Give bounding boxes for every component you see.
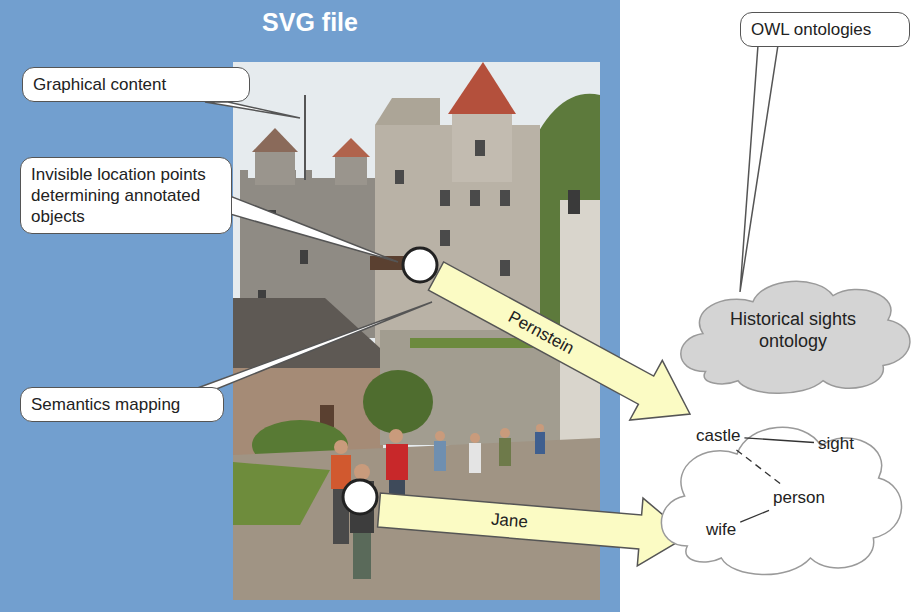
cloud-shape xyxy=(648,386,910,586)
mapping-arrow xyxy=(378,493,688,566)
ontology-cloud: Historical sights ontology xyxy=(668,250,918,402)
photo-shape xyxy=(354,464,370,480)
callout-text: Graphical content xyxy=(33,74,239,95)
mapping-arrow xyxy=(428,262,690,420)
photo-shape xyxy=(230,196,398,262)
photo-shape xyxy=(255,150,295,185)
photo-shape xyxy=(375,98,440,125)
photo-shape xyxy=(335,155,367,185)
panel-title: SVG file xyxy=(0,8,620,37)
concept-word: person xyxy=(773,488,825,508)
photo-shape xyxy=(332,138,370,157)
relation-line xyxy=(736,450,780,484)
photo-shape xyxy=(233,462,330,525)
cloud-outline xyxy=(681,281,910,393)
photo-shape xyxy=(452,112,512,182)
relation-line xyxy=(740,510,769,522)
photo-shape xyxy=(395,170,404,184)
photo-shape xyxy=(304,95,306,180)
photo-shape xyxy=(448,62,516,114)
photo-shape xyxy=(389,429,403,443)
photo-shape xyxy=(475,140,485,156)
concept-word: wife xyxy=(706,520,736,540)
concept-cloud: castle sight person wife xyxy=(648,386,910,586)
photo-shape xyxy=(240,170,248,180)
photo-shape xyxy=(536,424,544,432)
photo-shape xyxy=(300,250,308,264)
photo-shape xyxy=(469,443,481,473)
photo-shape xyxy=(252,128,298,152)
relation-lines xyxy=(648,386,910,586)
photo-shape xyxy=(440,190,450,206)
photo-shape xyxy=(233,298,402,368)
photo-shape xyxy=(205,102,300,118)
callout-box: OWL ontologies xyxy=(740,12,910,47)
callout-text: Invisible location points determining an… xyxy=(31,164,221,227)
photo-shape xyxy=(535,432,545,454)
callout-box: Graphical content xyxy=(22,67,250,102)
callout-text: Semantics mapping xyxy=(31,394,213,415)
callout-tails xyxy=(192,102,432,390)
concept-word: castle xyxy=(696,426,740,446)
tail-shape xyxy=(740,45,778,292)
photo-shape xyxy=(500,190,510,206)
ontology-name: Historical sights ontology xyxy=(718,308,868,352)
callout-box: Semantics mapping xyxy=(20,387,224,422)
cloud-outline xyxy=(661,427,901,574)
arrow-label: Jane xyxy=(490,509,528,532)
mapping-arrows xyxy=(378,262,690,566)
concept-word: sight xyxy=(818,434,854,454)
photo-shape xyxy=(403,248,437,282)
photo-shape xyxy=(500,260,510,276)
photo-shape xyxy=(568,190,580,214)
photo-shape xyxy=(500,428,510,438)
location-points xyxy=(343,248,437,514)
photo-shape xyxy=(192,302,432,390)
photo-shape xyxy=(440,230,450,246)
photo-shape xyxy=(434,441,446,471)
relation-line xyxy=(744,438,814,443)
photo-shape xyxy=(386,444,408,480)
photo-shape xyxy=(435,431,445,441)
speech-tail xyxy=(740,45,778,292)
photo-shape xyxy=(334,440,348,454)
photo-shape xyxy=(470,190,480,206)
photo-shape xyxy=(353,533,371,579)
photo-shape xyxy=(499,438,511,466)
callout-text: OWL ontologies xyxy=(751,19,899,40)
photo-shape xyxy=(343,480,377,514)
callout-box: Invisible location points determining an… xyxy=(20,157,232,234)
photo-shape xyxy=(470,433,480,443)
photo-shape xyxy=(363,370,433,434)
